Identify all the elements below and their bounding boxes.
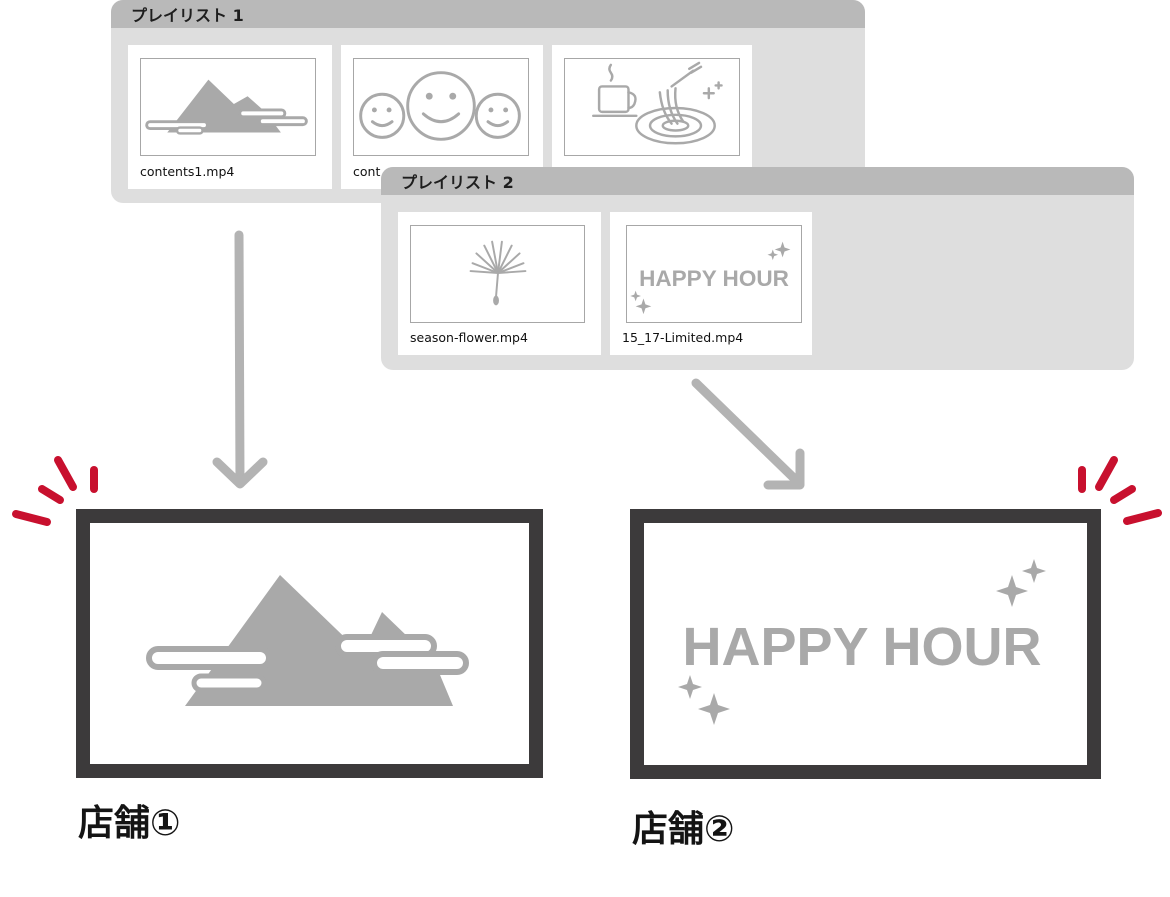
coffee-pasta-icon	[592, 61, 723, 145]
thumbnail: HAPPY HOUR	[626, 225, 802, 323]
playlist-2-item-2[interactable]: HAPPY HOUR 15_17-Limited.mp4	[610, 212, 812, 355]
dandelion-icon	[469, 240, 527, 306]
store-1-screen	[76, 509, 543, 778]
happy-hour-icon: HAPPY HOUR	[678, 559, 1046, 725]
playlist-1-item-1[interactable]: contents1.mp4	[128, 45, 332, 189]
playlist-1-panel: プレイリスト 1 contents1.mp4	[111, 0, 865, 203]
playlist-2-panel: プレイリスト 2 season-flower.mp4 HAPPY HOUR	[381, 167, 1134, 370]
filename: 15_17-Limited.mp4	[622, 330, 744, 345]
filename: contents1.mp4	[140, 164, 235, 179]
mountain-cloud-icon	[145, 79, 308, 135]
store-1-label: 店舗①	[78, 803, 181, 844]
mountain-cloud-icon	[146, 575, 469, 706]
thumbnail	[140, 58, 316, 156]
thumbnail	[410, 225, 585, 323]
playlist-2-item-1[interactable]: season-flower.mp4	[398, 212, 601, 355]
thumbnail	[564, 58, 740, 156]
svg-text:HAPPY HOUR: HAPPY HOUR	[639, 266, 789, 291]
arrow-down	[234, 230, 245, 487]
thumbnail	[353, 58, 529, 156]
playlist-1-item-3[interactable]	[552, 45, 752, 189]
playlist-1-title: プレイリスト 1	[111, 0, 865, 28]
store-2-label: 店舗②	[632, 809, 735, 850]
smiley-faces-icon	[359, 71, 521, 141]
playlist-2-title: プレイリスト 2	[381, 167, 1134, 195]
happy-hour-icon: HAPPY HOUR	[630, 241, 791, 315]
filename: cont	[353, 164, 381, 179]
svg-text:HAPPY HOUR: HAPPY HOUR	[682, 617, 1041, 677]
arrow-diagonal	[691, 378, 805, 489]
playlist-1-item-2[interactable]: cont	[341, 45, 543, 189]
filename: season-flower.mp4	[410, 330, 528, 345]
store-2-screen: HAPPY HOUR	[630, 509, 1101, 779]
